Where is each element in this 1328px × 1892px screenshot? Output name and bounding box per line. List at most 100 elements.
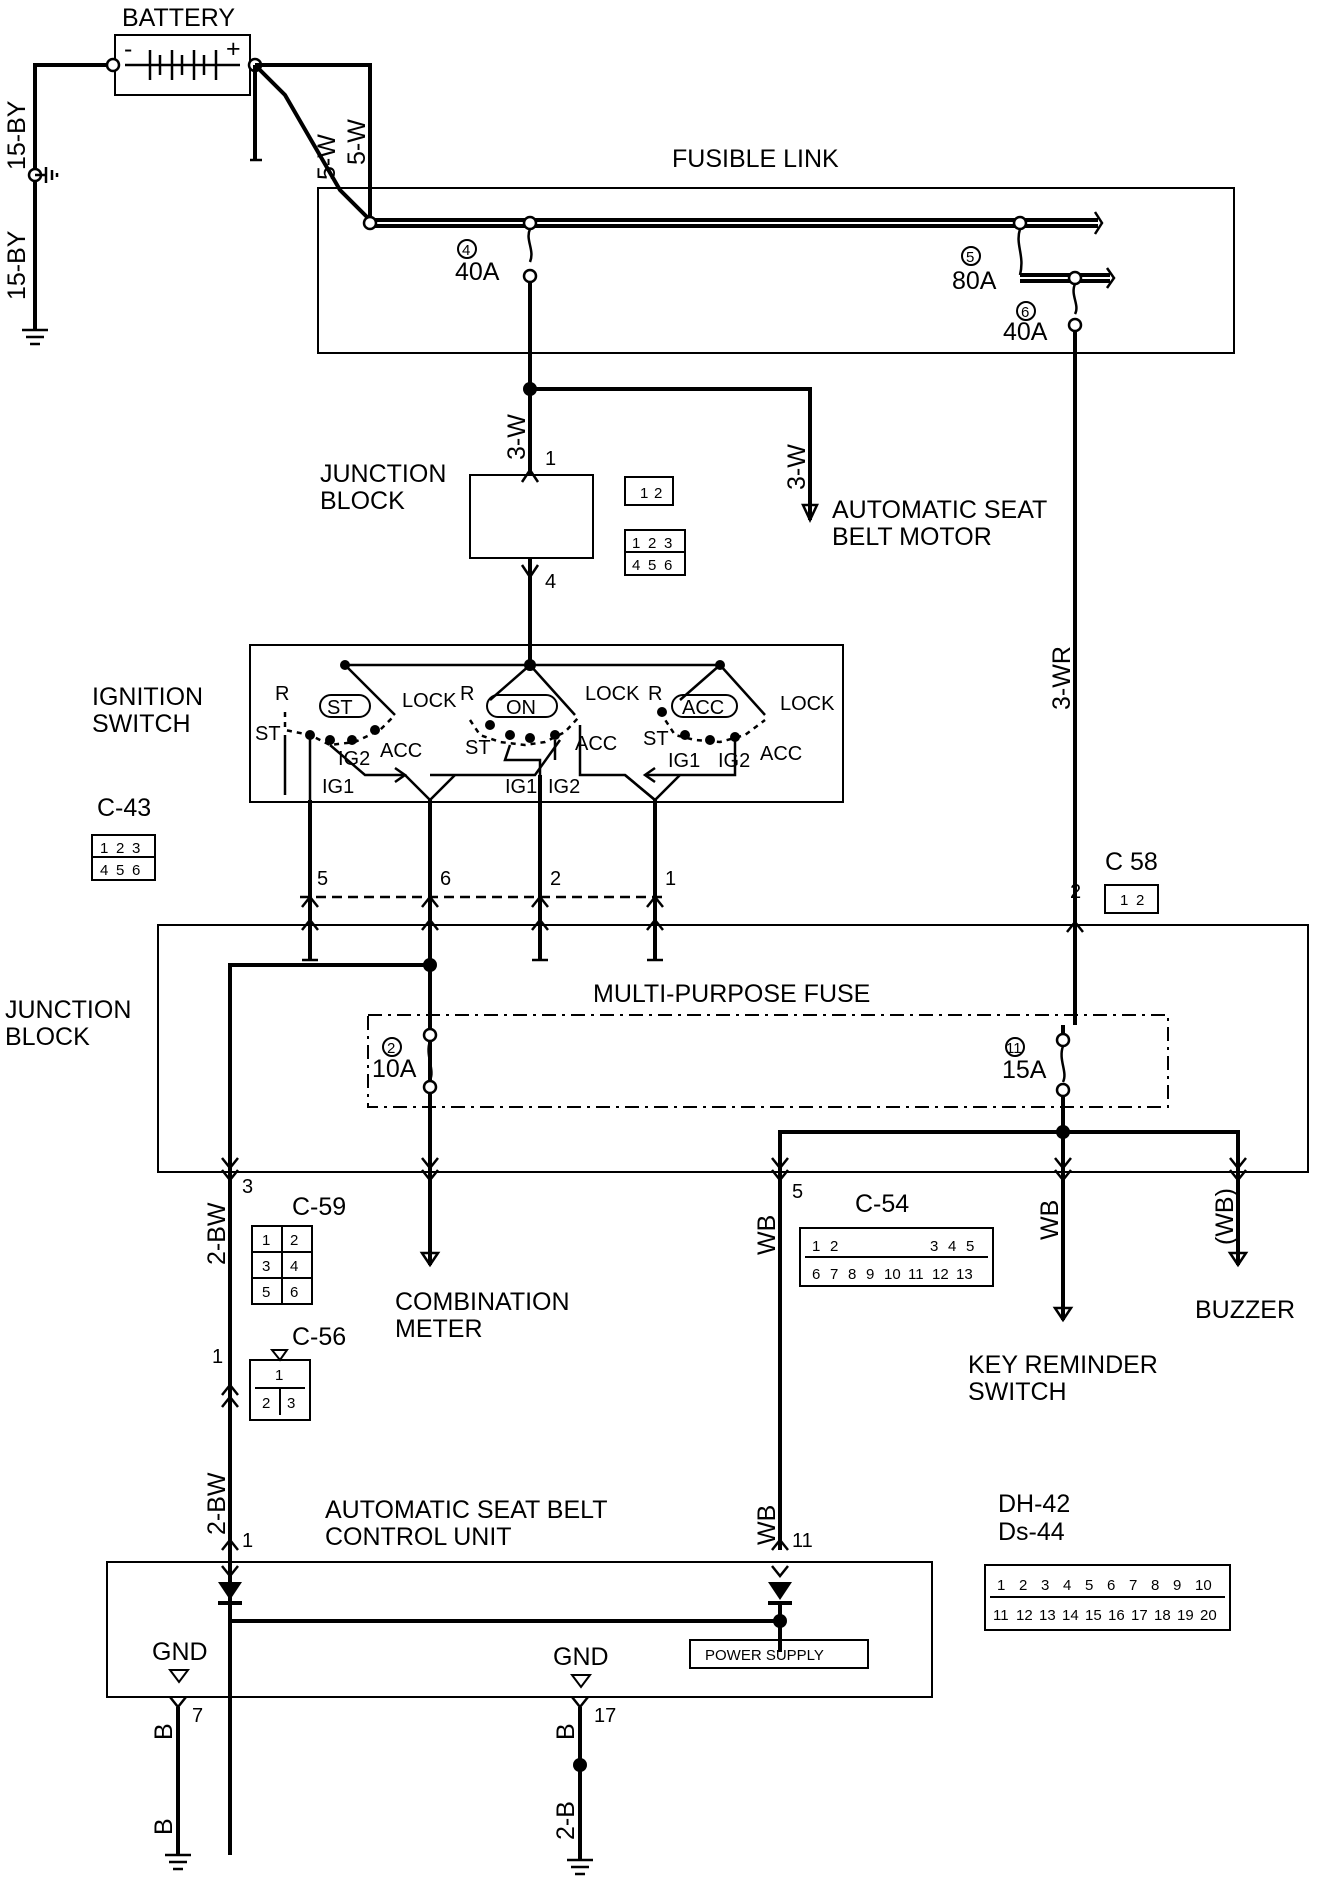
- svg-text:1: 1: [262, 1232, 270, 1249]
- connector-c59-icon: 1 2 3 4 5 6: [251, 1225, 313, 1305]
- pin-c56-1: 1: [212, 1346, 223, 1368]
- svg-text:1: 1: [632, 535, 640, 552]
- battery-plus: +: [226, 35, 241, 63]
- connector-c56-label: C-56: [292, 1323, 346, 1351]
- svg-text:3: 3: [262, 1258, 270, 1275]
- pin-jb-1: 1: [545, 448, 556, 470]
- buzzer-label: BUZZER: [1195, 1296, 1295, 1324]
- svg-text:12: 12: [932, 1266, 949, 1283]
- svg-text:3: 3: [930, 1238, 938, 1255]
- connector-jb-small-icon: 1 2: [624, 476, 674, 506]
- connector-c59-label: C-59: [292, 1193, 346, 1221]
- wire-label-b-b: B: [150, 1818, 178, 1835]
- connector-c56-icon: 1 2 3: [249, 1349, 311, 1421]
- svg-text:2: 2: [830, 1238, 838, 1255]
- wire-label-wb-b: WB: [753, 1505, 781, 1545]
- ground-icon: [22, 328, 48, 346]
- fuse-5-rating: 80A: [952, 267, 997, 295]
- wire-label-2b: 2-B: [552, 1801, 580, 1840]
- ign-lock-1: LOCK: [402, 690, 457, 712]
- wire-label-5w-b: 5-W: [343, 119, 371, 165]
- svg-text:3: 3: [1041, 1577, 1049, 1594]
- connector-dh42-icon: 1 2 3 4 5 6 7 8 9 10 11 12 13 14 15 16 1…: [984, 1564, 1231, 1631]
- wire-label-wb-c: WB: [1036, 1200, 1064, 1240]
- svg-text:8: 8: [848, 1266, 856, 1283]
- svg-text:10: 10: [884, 1266, 901, 1283]
- svg-text:1: 1: [1120, 892, 1128, 909]
- svg-text:8: 8: [1151, 1577, 1159, 1594]
- ign-lock-3: LOCK: [780, 693, 835, 715]
- fuse-5-number: 5: [966, 249, 974, 266]
- svg-text:1: 1: [997, 1577, 1005, 1594]
- svg-text:15: 15: [1085, 1607, 1102, 1624]
- svg-text:14: 14: [1062, 1607, 1079, 1624]
- ign-acc-2: ACC: [575, 733, 617, 755]
- svg-text:4: 4: [290, 1258, 298, 1275]
- svg-text:7: 7: [1129, 1577, 1137, 1594]
- multi-purpose-fuse-box: [367, 1014, 1169, 1108]
- fuse-6-rating: 40A: [1003, 318, 1048, 346]
- ign-acc-1: ACC: [380, 740, 422, 762]
- wire-label-3wr: 3-WR: [1048, 646, 1076, 710]
- wire-label-wb-buzzer: (WB): [1211, 1188, 1239, 1245]
- svg-text:1: 1: [812, 1238, 820, 1255]
- svg-text:4: 4: [632, 557, 640, 574]
- power-supply-label: POWER SUPPLY: [705, 1647, 824, 1664]
- battery: - +: [114, 34, 251, 96]
- svg-text:4: 4: [948, 1238, 956, 1255]
- svg-text:2: 2: [1136, 892, 1144, 909]
- ign-lock-2: LOCK: [585, 683, 640, 705]
- pin-ig-5: 5: [317, 868, 328, 890]
- connector-c54-label: C-54: [855, 1190, 909, 1218]
- svg-text:9: 9: [1173, 1577, 1181, 1594]
- wire-label-2bw-a: 2-BW: [203, 1202, 231, 1265]
- wire-label-15by-bottom: 15-BY: [3, 230, 31, 300]
- pin-c58-2: 2: [1070, 881, 1081, 903]
- svg-text:7: 7: [830, 1266, 838, 1283]
- svg-text:11: 11: [993, 1607, 1009, 1624]
- wire-label-15by-top: 15-BY: [3, 100, 31, 170]
- svg-text:6: 6: [664, 557, 672, 574]
- svg-text:3: 3: [664, 535, 672, 552]
- connector-jb-6-icon: 1 2 3 4 5 6: [624, 529, 686, 576]
- wire-label-2bw-b: 2-BW: [203, 1472, 231, 1535]
- svg-text:6: 6: [1107, 1577, 1115, 1594]
- svg-text:2: 2: [654, 485, 662, 502]
- connector-ds44-label: Ds-44: [998, 1518, 1065, 1546]
- battery-label: BATTERY: [122, 4, 235, 32]
- ign-ig1-3: IG1: [668, 750, 700, 772]
- fuse-11-rating: 15A: [1002, 1056, 1047, 1084]
- ign-r-2: R: [460, 683, 474, 705]
- svg-text:20: 20: [1200, 1607, 1217, 1624]
- connector-c58-label: C 58: [1105, 848, 1158, 876]
- pin-ig-1: 1: [665, 868, 676, 890]
- svg-text:2: 2: [116, 840, 124, 857]
- svg-text:5: 5: [648, 557, 656, 574]
- svg-text:12: 12: [1016, 1607, 1033, 1624]
- pin-cu-7: 7: [192, 1705, 203, 1727]
- fuse-4-number: 4: [462, 242, 470, 259]
- fuse-2-number: 2: [387, 1040, 395, 1057]
- gnd-label-2: GND: [553, 1643, 609, 1671]
- connector-c43-icon: 1 2 3 4 5 6: [91, 834, 156, 881]
- svg-text:13: 13: [1039, 1607, 1056, 1624]
- ign-on-position: ON: [506, 697, 536, 719]
- wire-label-wb-a: WB: [753, 1215, 781, 1255]
- ign-st-2: ST: [465, 737, 491, 759]
- svg-text:9: 9: [866, 1266, 874, 1283]
- pin-ig-6: 6: [440, 868, 451, 890]
- svg-text:4: 4: [100, 862, 108, 879]
- ign-st-3: ST: [643, 728, 669, 750]
- svg-text:6: 6: [812, 1266, 820, 1283]
- pin-jb-4: 4: [545, 571, 556, 593]
- svg-text:3: 3: [287, 1395, 295, 1412]
- svg-text:2: 2: [262, 1395, 270, 1412]
- svg-text:19: 19: [1177, 1607, 1194, 1624]
- ign-st-1: ST: [255, 723, 281, 745]
- pin-jb-5: 5: [792, 1181, 803, 1203]
- ign-ig1-2: IG1: [505, 776, 537, 798]
